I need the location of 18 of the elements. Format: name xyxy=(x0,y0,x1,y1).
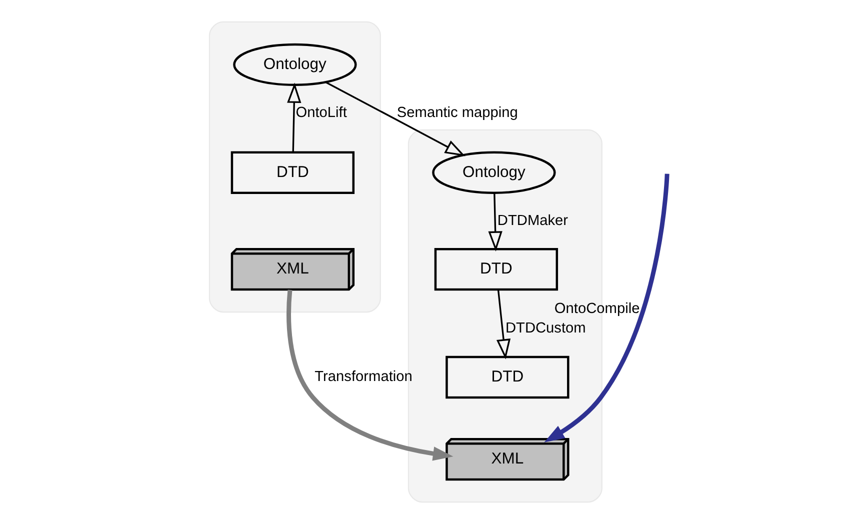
edge-label: Semantic mapping xyxy=(396,104,518,121)
node-box: DTD xyxy=(446,356,570,399)
cluster xyxy=(208,21,381,313)
arrow xyxy=(488,193,502,252)
edge-label: OntoLift xyxy=(296,104,347,121)
arrow xyxy=(286,290,454,461)
edge-label: OntoCompile xyxy=(554,301,640,318)
node-box: DTD xyxy=(434,248,558,291)
node-box: DTD xyxy=(230,151,355,194)
edge-label: Transformation xyxy=(314,369,412,386)
edge-label: DTDCustom xyxy=(505,320,586,337)
arrow xyxy=(326,82,466,156)
arrow xyxy=(544,174,670,442)
node-ellipse: Ontology xyxy=(432,151,556,194)
arrow xyxy=(496,290,511,360)
edge-label: DTDMaker xyxy=(497,212,568,229)
arrow xyxy=(287,82,302,152)
node-ellipse: Ontology xyxy=(233,43,357,86)
